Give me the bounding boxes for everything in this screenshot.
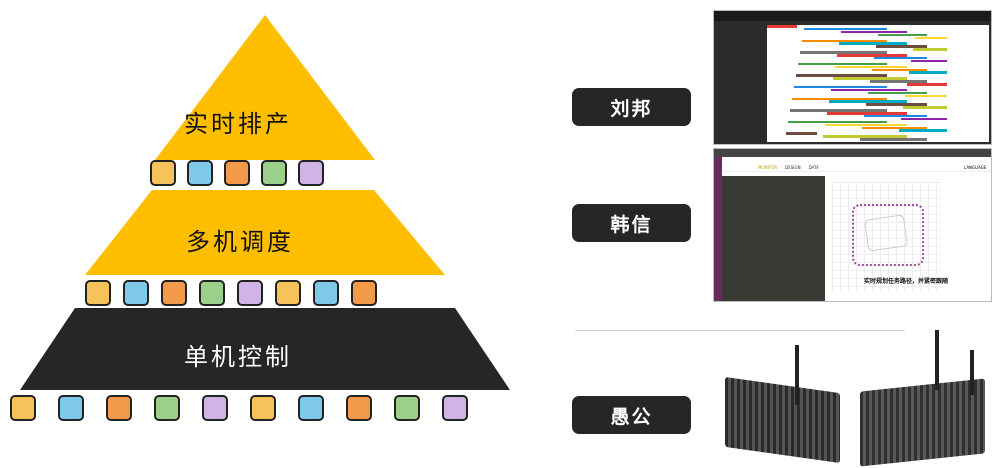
gantt-bar (788, 120, 887, 124)
language-menu[interactable]: LANGUAGE (964, 165, 987, 170)
monitor-screenshot: MONITOR DESIGN DATA LANGUAGE 实时规划任务路径，并紧… (713, 148, 992, 302)
robot-arm-line-icon (199, 280, 225, 306)
role-button-yugong[interactable]: 愚公 (572, 396, 691, 434)
gantt-bar (796, 74, 887, 77)
gantt-bar (794, 85, 887, 89)
gantt-bar (864, 114, 927, 118)
hand-truck-icon (58, 395, 84, 421)
tier-middle (85, 190, 445, 275)
monitor-chart-icon (187, 160, 213, 186)
gantt-bar (792, 97, 887, 100)
gantt-bar (835, 65, 907, 69)
forklift-icon (237, 280, 263, 306)
gantt-screenshot (713, 10, 992, 145)
gantt-bar (911, 59, 947, 63)
conveyor-icon (123, 280, 149, 306)
gantt-bar (860, 138, 927, 141)
globe-location-icon (150, 160, 176, 186)
divider (575, 330, 905, 331)
gantt-bar (870, 80, 927, 83)
gantt-bar (913, 48, 947, 51)
gantt-bar (804, 27, 887, 31)
gantt-bar (868, 91, 927, 95)
forklift-front-icon (85, 280, 111, 306)
gantt-bar (899, 129, 947, 132)
gantt-bar (800, 51, 887, 54)
gantt-bar (909, 71, 947, 74)
tab-monitor[interactable]: MONITOR (758, 165, 778, 170)
gantt-bar (802, 39, 887, 42)
forklift-boxes-icon (250, 395, 276, 421)
gantt-bar (798, 62, 887, 66)
tier-bottom (20, 308, 510, 390)
monitor-caption: 实时规划任务路径，并紧密跟随 (864, 278, 949, 285)
gantt-bar (841, 30, 907, 34)
tier-label-dispatch: 多机调度 (186, 228, 294, 256)
conveyor-arm-icon (346, 395, 372, 421)
gantt-bar (878, 33, 927, 37)
gantt-bar (786, 132, 817, 135)
gantt-bar (790, 109, 887, 112)
tier-label-scheduling: 实时排产 (184, 110, 292, 138)
boxes-icon (106, 395, 132, 421)
gantt-bar (837, 54, 907, 57)
robotic-arm-icon (298, 395, 324, 421)
storage-rack-icon (154, 395, 180, 421)
gantt-bar (901, 117, 947, 121)
car-icon (351, 280, 377, 306)
gantt-bar (876, 45, 927, 48)
industrial-pc-image (720, 325, 990, 467)
package-icon (394, 395, 420, 421)
gantt-bar (827, 112, 907, 115)
ai-brain-icon (298, 160, 324, 186)
tier-top (155, 15, 375, 160)
gantt-bar (907, 83, 947, 86)
role-button-liubang[interactable]: 刘邦 (572, 88, 691, 126)
gantt-bar (829, 100, 907, 103)
gantt-bar (872, 68, 927, 71)
gantt-bar (905, 94, 947, 98)
chip-circuit-icon (261, 160, 287, 186)
time-box-icon (275, 280, 301, 306)
gear-icon (442, 395, 468, 421)
tab-data[interactable]: DATA (808, 165, 819, 170)
warehouse-shelf-icon (313, 280, 339, 306)
gantt-bar (831, 88, 907, 92)
role-button-hanxin[interactable]: 韩信 (572, 204, 691, 242)
box-scale-icon (10, 395, 36, 421)
gantt-bar (825, 123, 907, 127)
gantt-bar (862, 126, 927, 129)
gantt-bar (823, 135, 907, 138)
gantt-bar (833, 77, 907, 80)
inventory-clipboard-icon (161, 280, 187, 306)
gantt-bar (903, 106, 947, 109)
robot-arm-icon (202, 395, 228, 421)
tier-label-control: 单机控制 (184, 343, 292, 371)
gantt-bar (767, 25, 797, 28)
tab-design[interactable]: DESIGN (785, 165, 801, 170)
gantt-bar (839, 42, 907, 45)
gantt-bar (874, 56, 927, 60)
pyramid (20, 15, 510, 390)
gantt-bar (915, 36, 947, 40)
gantt-bar (866, 103, 927, 106)
brain-network-icon (224, 160, 250, 186)
